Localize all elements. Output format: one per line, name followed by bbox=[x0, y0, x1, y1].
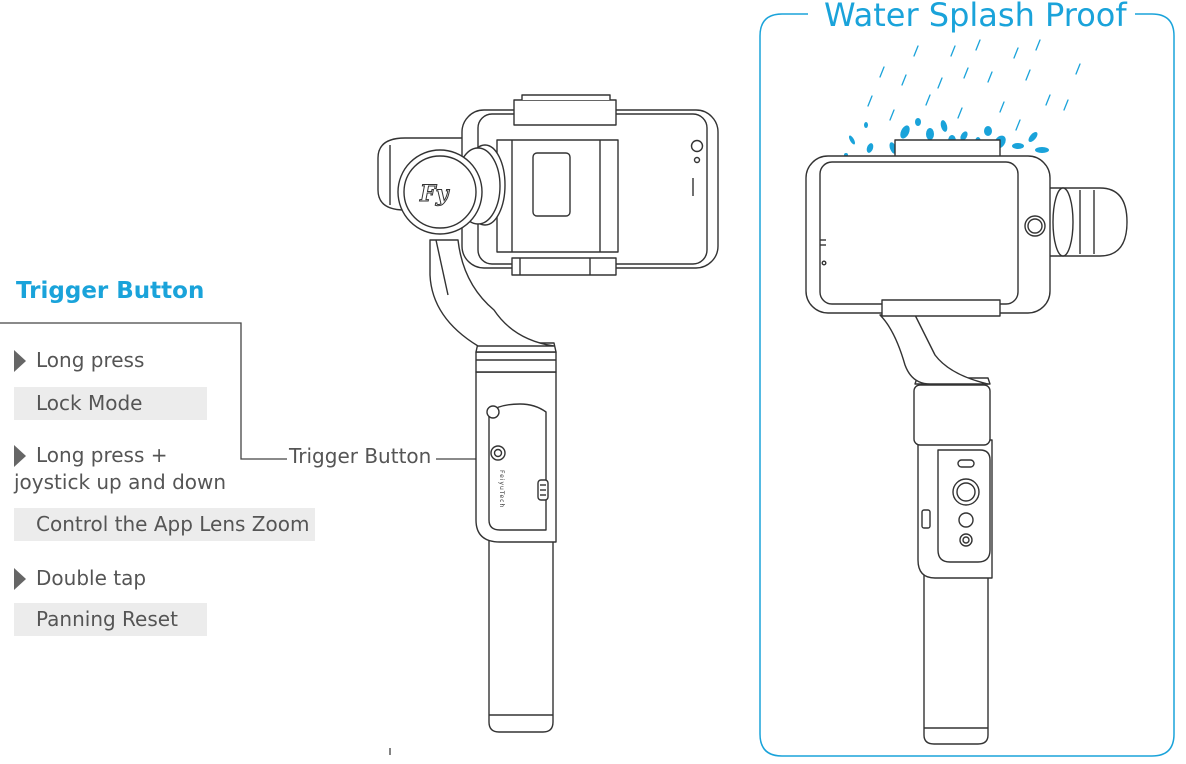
gimbal-left-drawing bbox=[377, 94, 719, 733]
brand-logo: Fy bbox=[419, 181, 451, 207]
handle-marking-text: FeiyuTech bbox=[498, 470, 505, 508]
step-3-action: Double tap bbox=[14, 565, 146, 592]
gimbal-right-drawing bbox=[805, 139, 1128, 745]
step-3-result: Panning Reset bbox=[14, 603, 207, 636]
step-2-result: Control the App Lens Zoom bbox=[14, 508, 315, 541]
step-2-action-line-2: joystick up and down bbox=[14, 470, 227, 494]
step-1-action-text: Long press bbox=[36, 348, 145, 372]
step-2-action: Long press + joystick up and down bbox=[14, 442, 226, 496]
trigger-button-callout: Trigger Button bbox=[289, 444, 432, 468]
triangle-bullet-icon bbox=[14, 568, 26, 590]
step-2-action-line-1: Long press + bbox=[36, 443, 168, 467]
triangle-bullet-icon bbox=[14, 445, 26, 467]
step-3-action-text: Double tap bbox=[36, 566, 147, 590]
step-1-result: Lock Mode bbox=[14, 387, 207, 420]
callout-bracket-line bbox=[0, 322, 287, 460]
triangle-bullet-icon bbox=[14, 350, 26, 372]
rain-lines bbox=[867, 39, 1081, 131]
water-splash-panel-border bbox=[759, 13, 1175, 757]
trigger-button-heading: Trigger Button bbox=[16, 278, 205, 304]
water-splash-proof-title: Water Splash Proof bbox=[816, 0, 1135, 34]
step-1-action: Long press bbox=[14, 347, 144, 374]
step-2-action-text: Long press + joystick up and down bbox=[14, 442, 226, 496]
